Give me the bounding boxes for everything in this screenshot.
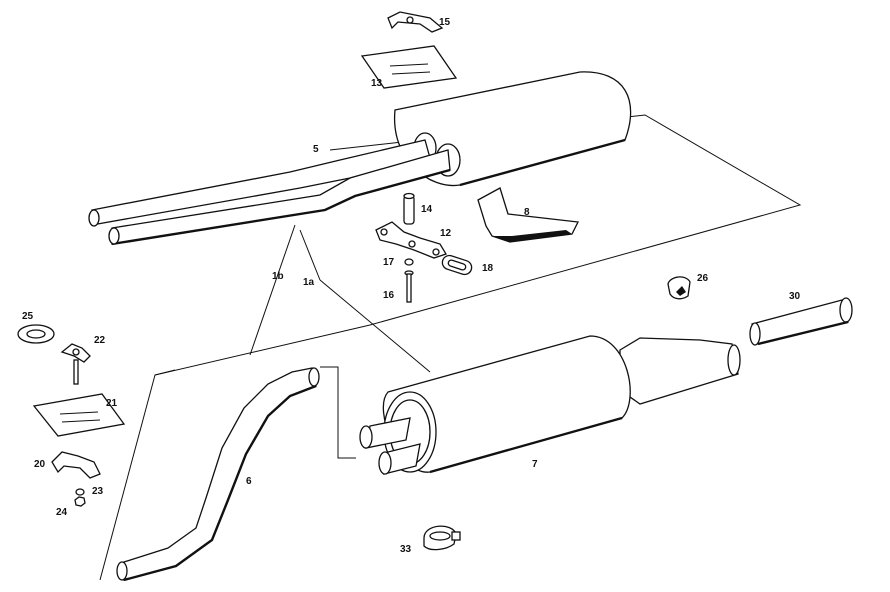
label-20: 20 [34,459,46,470]
part-12-rubber-hanger [375,221,447,259]
part-22-clamp-hanger [60,343,91,385]
part-16-bolt [404,270,414,303]
part-6-front-pipe [116,367,320,582]
label-13: 13 [371,78,383,89]
label-5: 5 [313,144,319,155]
label-1b: 1b [272,271,284,282]
part-17-washer [404,258,414,266]
label-18: 18 [482,263,494,274]
label-23: 23 [92,486,104,497]
part-23-washer [75,488,85,496]
label-16: 16 [383,290,395,301]
label-21: 21 [106,398,118,409]
part-21-plate [32,393,126,437]
part-24-nut [74,496,86,507]
label-22: 22 [94,335,106,346]
label-25: 25 [22,311,34,322]
part-7-center-muffler [359,335,741,475]
part-26-rubber-buffer [667,276,691,300]
label-15: 15 [439,17,451,28]
label-26: 26 [697,273,709,284]
label-8: 8 [524,207,530,218]
part-14-sleeve [403,192,415,225]
label-7: 7 [532,459,538,470]
label-14: 14 [421,204,433,215]
label-33: 33 [400,544,412,555]
part-18-rubber-ring [441,254,473,276]
part-20-bracket [51,451,101,479]
label-6: 6 [246,476,252,487]
label-30: 30 [789,291,801,302]
part-labels: 15 13 5 14 8 12 17 18 16 1b 1a 26 30 25 … [22,17,801,555]
part-33-clamp [423,525,461,551]
part-8-heat-shield [477,187,579,243]
label-1a: 1a [303,277,315,288]
part-13-plate [360,45,458,89]
part-15-bracket [387,11,444,33]
label-24: 24 [56,507,68,518]
part-25-washer-ring [17,324,55,344]
part-5-rear-muffler [88,71,632,246]
label-17: 17 [383,257,395,268]
label-12: 12 [440,228,452,239]
part-30-tail-pipe [749,297,853,346]
